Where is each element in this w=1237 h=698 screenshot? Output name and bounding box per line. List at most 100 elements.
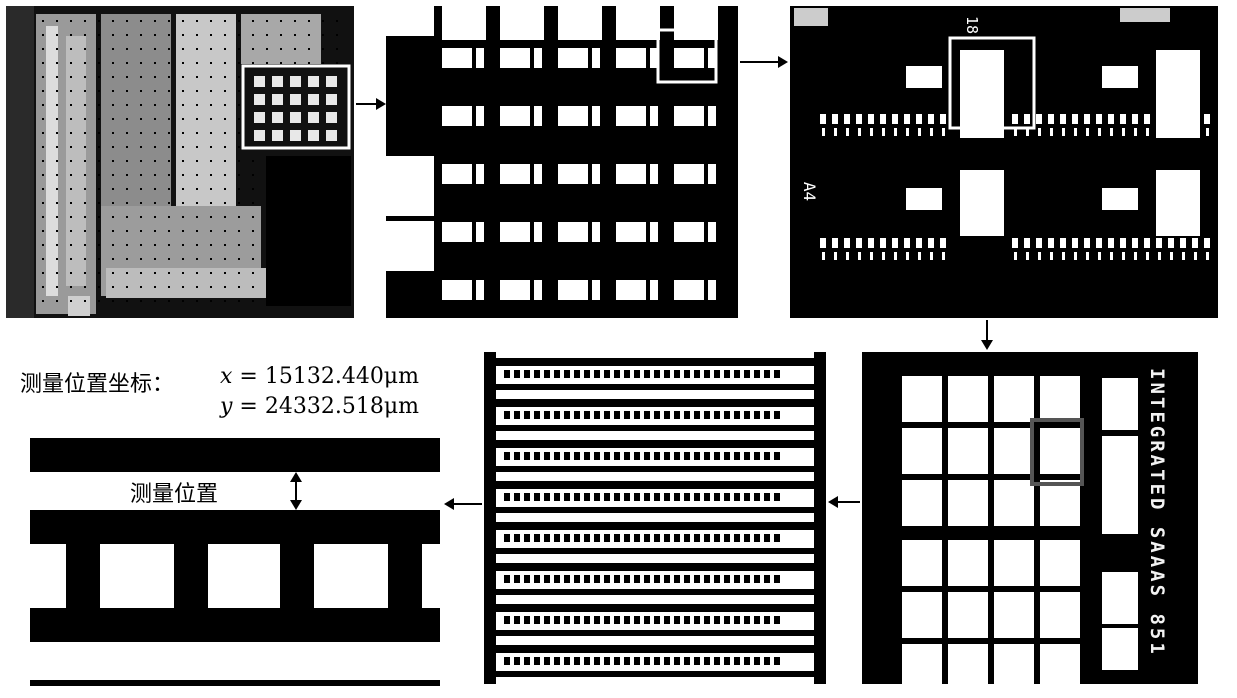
line-slot	[724, 411, 730, 419]
line-slot	[584, 370, 590, 378]
cell-tick	[892, 238, 898, 248]
line-slot	[634, 370, 640, 378]
y-variable: y	[220, 394, 233, 419]
cell-tick	[820, 238, 826, 248]
line-slot	[594, 411, 600, 419]
line-slot	[744, 370, 750, 378]
line-slot	[504, 493, 510, 501]
line-slot	[574, 411, 580, 419]
line-slot	[694, 657, 700, 665]
cell-tick	[1096, 114, 1102, 124]
chip-text-label: INTEGRATED SAAAS 851	[1146, 368, 1168, 657]
coordinate-title: 测量位置坐标：	[20, 372, 175, 397]
line-slot	[634, 575, 640, 583]
line-slot	[574, 534, 580, 542]
grid-highlight-box	[656, 28, 718, 84]
cell-tick	[916, 114, 922, 124]
line-slot	[574, 493, 580, 501]
line-slot	[604, 575, 610, 583]
cell-tick	[940, 114, 946, 124]
line-slot	[514, 411, 520, 419]
line-slot	[664, 493, 670, 501]
line-slot	[714, 452, 720, 460]
line-slot	[774, 575, 780, 583]
chip-pad	[1040, 376, 1080, 422]
overview-pad	[272, 130, 283, 141]
line-slot	[584, 452, 590, 460]
line-slot	[514, 657, 520, 665]
grid-pad	[616, 164, 646, 184]
line-slot	[564, 452, 570, 460]
grid-pad	[500, 48, 530, 68]
line-slot	[524, 493, 530, 501]
cell-tick	[1084, 238, 1090, 248]
line-slot	[694, 452, 700, 460]
overview-pad	[272, 94, 283, 105]
line-slot	[654, 534, 660, 542]
line-slot	[664, 452, 670, 460]
line-slot	[504, 534, 510, 542]
line-slot	[714, 575, 720, 583]
chip-pad	[902, 644, 942, 684]
panel-chip-pads	[862, 352, 1198, 684]
line-slot	[594, 452, 600, 460]
grid-pad	[616, 48, 646, 68]
cell-tick	[892, 114, 898, 124]
coordinate-x: x = 15132.440μm	[220, 364, 419, 389]
line-slot	[694, 411, 700, 419]
cell-tick	[1060, 114, 1066, 124]
line-slot	[604, 657, 610, 665]
grid-pad	[674, 222, 704, 242]
line-slot	[724, 370, 730, 378]
chip-pad	[994, 592, 1034, 638]
cell-tick	[820, 114, 826, 124]
line-slot	[714, 411, 720, 419]
cell-tick	[1204, 238, 1210, 248]
grid-pad	[442, 164, 472, 184]
label-18: 18	[963, 15, 982, 35]
line-slot	[554, 370, 560, 378]
line-slot	[594, 657, 600, 665]
line-slot	[724, 452, 730, 460]
line-slot	[634, 493, 640, 501]
grid-pad	[616, 106, 646, 126]
line-slot	[514, 575, 520, 583]
line-slot	[684, 575, 690, 583]
line-slot	[774, 370, 780, 378]
line-slot	[624, 575, 630, 583]
line-slot	[694, 370, 700, 378]
line-slot	[594, 575, 600, 583]
overview-pad	[290, 94, 301, 105]
line-slot	[604, 370, 610, 378]
cell-tick	[1036, 114, 1042, 124]
line-slot	[614, 616, 620, 624]
line-slot	[744, 452, 750, 460]
line-slot	[544, 370, 550, 378]
cell-tick	[1036, 238, 1042, 248]
line-slot	[684, 493, 690, 501]
line-slot	[624, 616, 630, 624]
grid-pad	[616, 280, 646, 300]
grid-pad	[442, 222, 472, 242]
overview-pad	[308, 76, 319, 87]
line-slot	[664, 575, 670, 583]
cell-tick	[1180, 114, 1186, 124]
chip-pad	[948, 480, 988, 526]
panel-overview	[6, 6, 354, 318]
cell-tick	[832, 114, 838, 124]
line-slot	[664, 411, 670, 419]
line-slot	[634, 534, 640, 542]
cell-tick	[880, 114, 886, 124]
chip-pad	[948, 644, 988, 684]
line-slot	[724, 493, 730, 501]
line-slot	[634, 657, 640, 665]
cell-tick	[1096, 238, 1102, 248]
cell-tick	[1120, 238, 1126, 248]
cell-tick	[1120, 114, 1126, 124]
line-slot	[564, 493, 570, 501]
line-slot	[754, 411, 760, 419]
line-slot	[514, 534, 520, 542]
line-slot	[654, 616, 660, 624]
cell-image	[790, 6, 1218, 318]
line-slot	[634, 411, 640, 419]
